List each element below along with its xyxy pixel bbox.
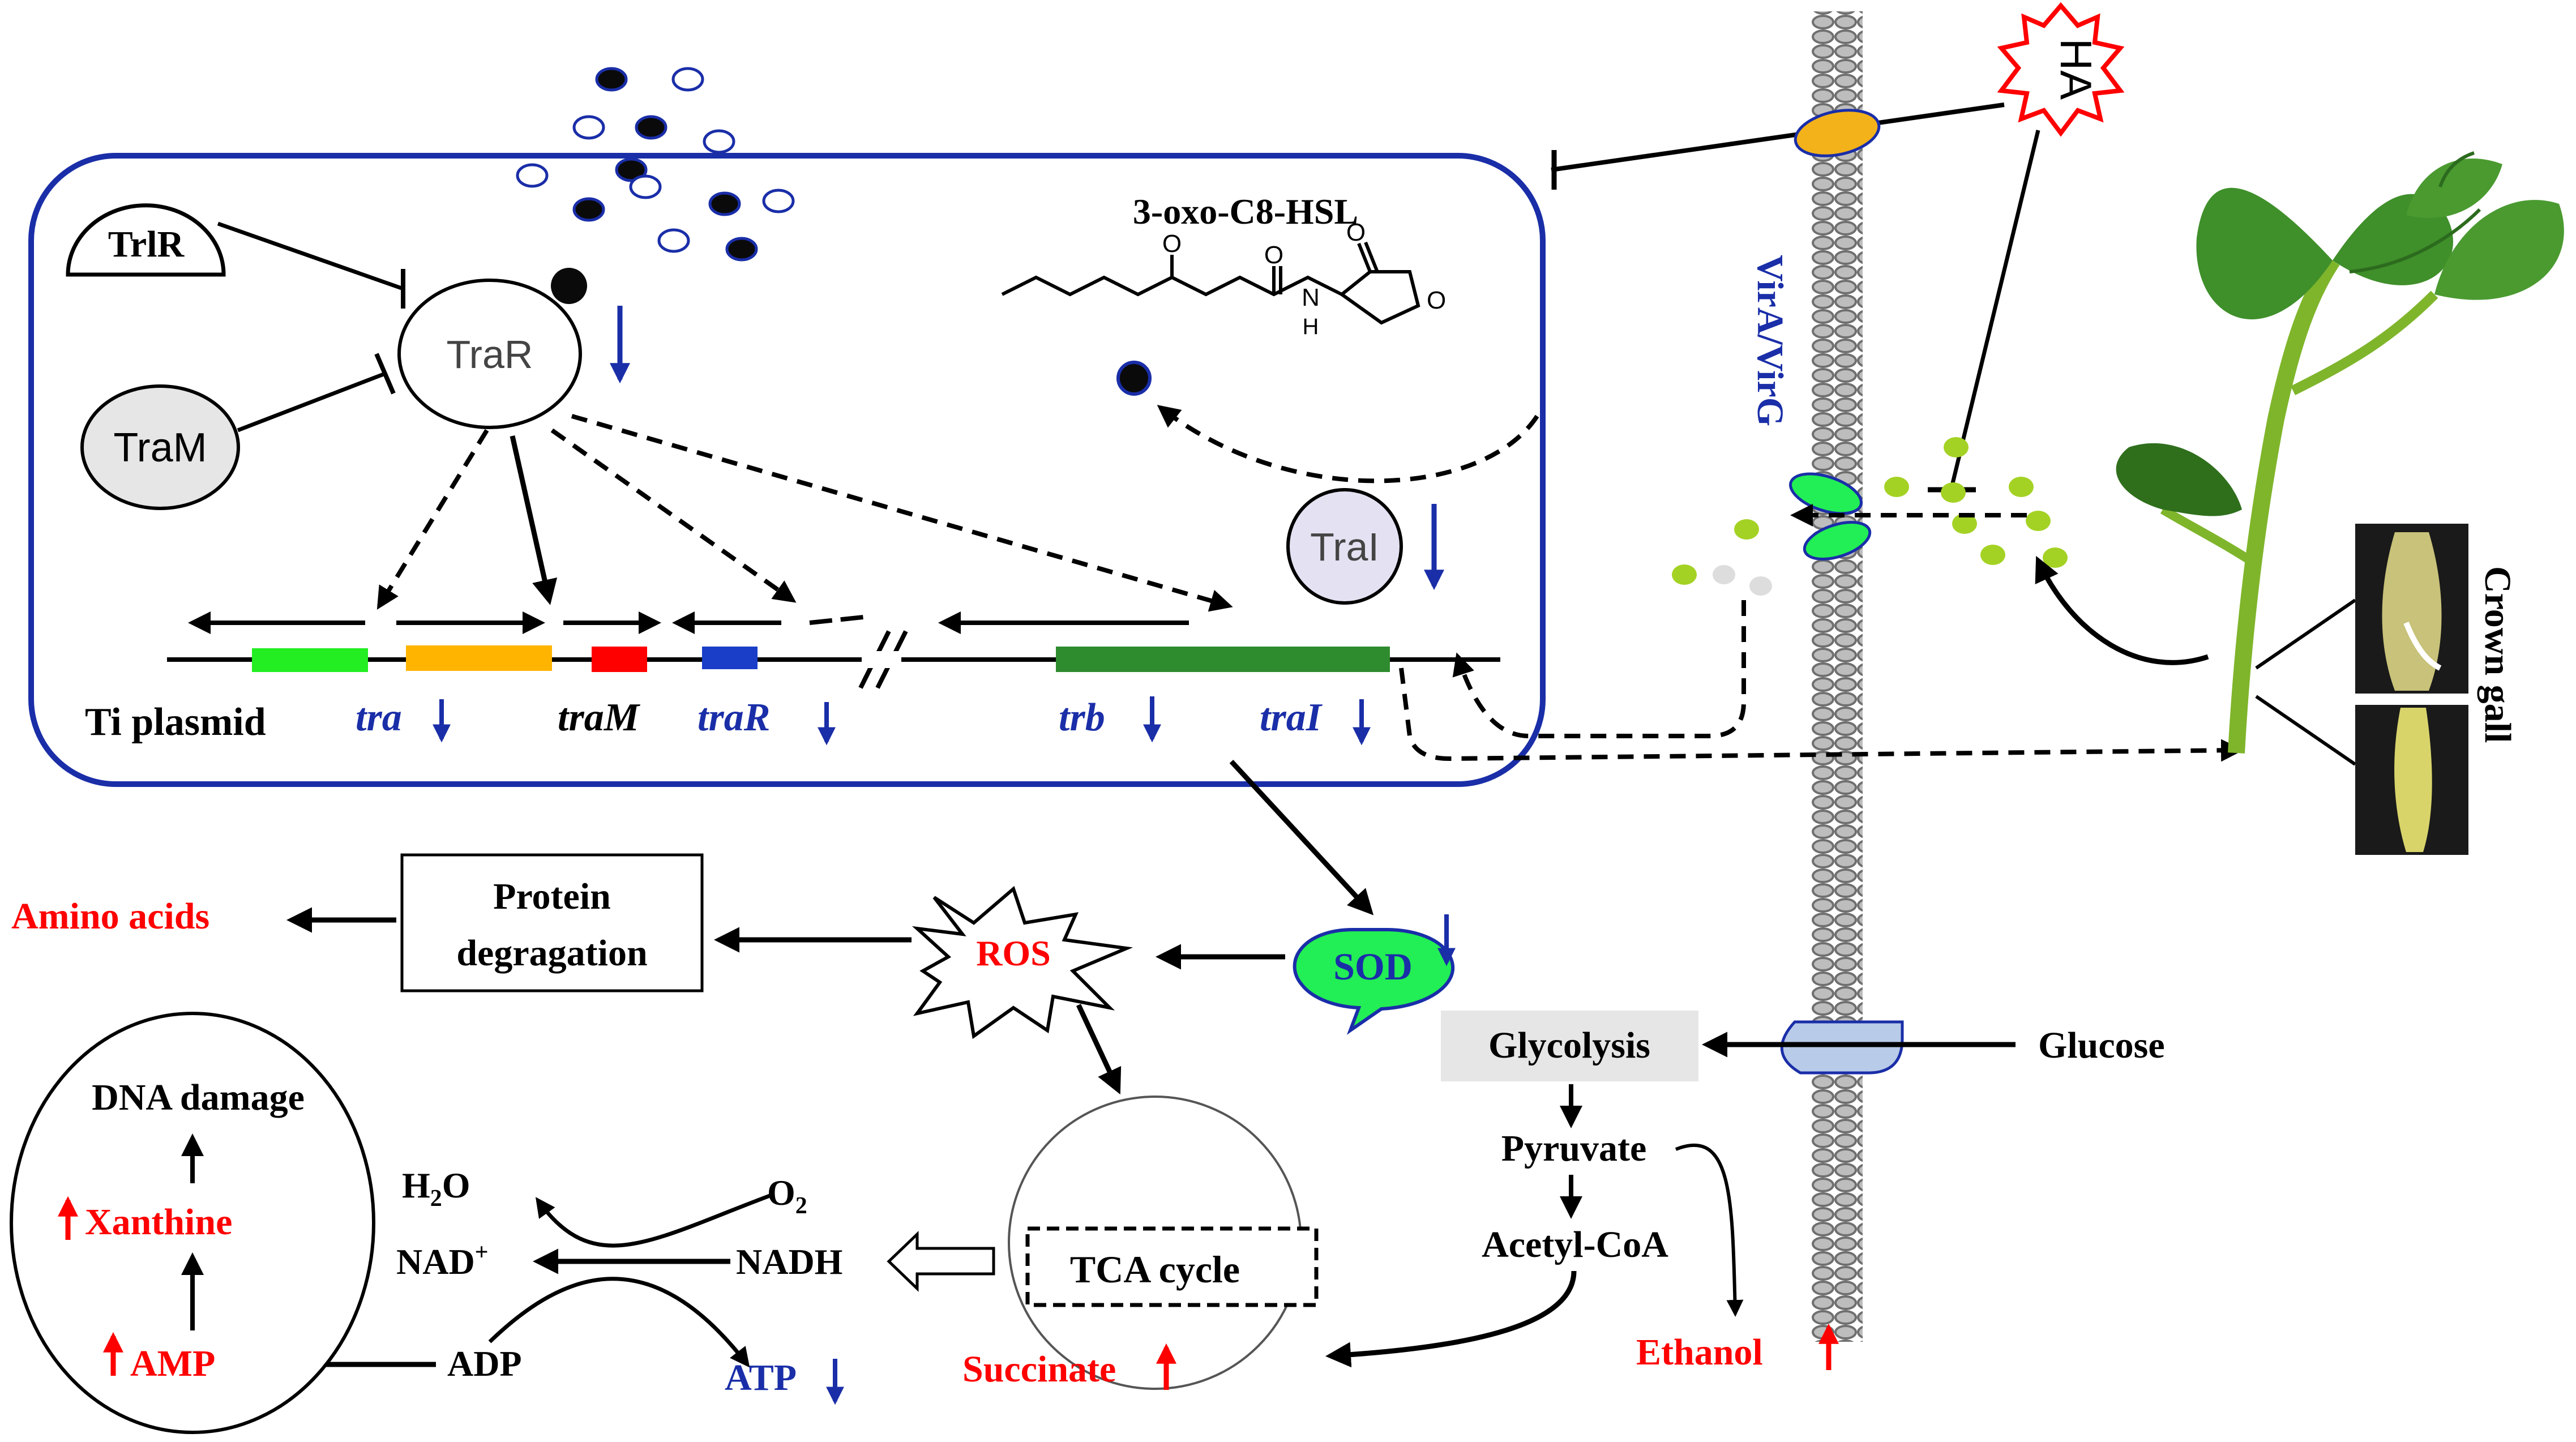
molecule-open — [762, 189, 795, 213]
acetyl-coa-label: Acetyl-CoA — [1482, 1224, 1668, 1265]
protein-degradation-box — [400, 853, 704, 992]
hollow-arrow — [887, 1231, 995, 1292]
tram-protein — [80, 384, 240, 510]
trai-label: TraI — [1310, 525, 1379, 569]
trai-gene-label: traI — [1260, 696, 1323, 739]
atp-label: ATP — [725, 1357, 797, 1398]
hsl-o3: O — [1346, 219, 1366, 246]
nad-label: NAD+ — [396, 1239, 489, 1282]
gene-trb-trai — [1056, 647, 1390, 672]
ros-label: ROS — [976, 933, 1051, 973]
vira-virg-label: VirA/VirG — [1749, 255, 1791, 426]
hsl-h: H — [1303, 314, 1319, 339]
signal-molecules — [516, 67, 795, 262]
amp-label: AMP — [130, 1343, 215, 1384]
molecule-open — [671, 67, 704, 92]
svg-text:O: O — [1427, 286, 1446, 314]
molecule-filled — [725, 237, 758, 262]
dna-damage-label: DNA damage — [92, 1077, 305, 1118]
hsl-structure — [1001, 241, 1420, 325]
hsl-label: 3-oxo-C8-HSL — [1133, 191, 1358, 232]
pyruvate-label: Pyruvate — [1501, 1128, 1647, 1169]
glucose-transporter — [1780, 1020, 1904, 1075]
molecule-open — [516, 163, 549, 188]
ha-label: HA — [2051, 38, 2101, 100]
trar-protein — [397, 279, 582, 429]
ros-starburst — [912, 885, 1133, 1039]
vira-receptor — [1788, 472, 1863, 515]
adp-label: ADP — [447, 1343, 522, 1384]
gene-tra-2 — [406, 645, 552, 671]
dna-damage-ellipse — [10, 1012, 375, 1434]
speech-bubble-icon — [1293, 928, 1455, 1035]
bacterial-cell — [28, 153, 1546, 787]
trlr-label: TrlR — [108, 224, 185, 265]
virg-receptor — [1803, 521, 1872, 560]
trb-gene-label: trb — [1059, 696, 1105, 739]
h2o-label: H2O — [402, 1165, 470, 1212]
ti-plasmid-label: Ti plasmid — [85, 700, 266, 744]
glycolysis-box — [1441, 1011, 1698, 1081]
phenolic-signals — [1672, 437, 2068, 596]
synthesized-ligand — [1116, 361, 1152, 396]
tra-label: tra — [356, 696, 402, 739]
xanthine-label: Xanthine — [85, 1201, 232, 1243]
protein-deg-line2: degragation — [456, 932, 647, 974]
ha-signal: HA — [1997, 2, 2125, 137]
protein-deg-line1: Protein — [493, 876, 611, 917]
transporter-orange — [1794, 109, 1881, 157]
bound-ligand — [551, 268, 587, 304]
cell-membrane — [1812, 11, 1863, 1342]
hsl-n: N — [1302, 284, 1320, 311]
crown-gall-label: Crown gall — [2477, 566, 2518, 743]
tram-gene-label: traM — [558, 696, 641, 739]
molecule-open — [629, 174, 662, 199]
plant-photo-icon — [2116, 151, 2564, 754]
trlr-shape — [66, 203, 226, 277]
molecule-open — [703, 129, 735, 154]
o2-label: O2 — [767, 1173, 807, 1219]
starburst-icon — [1997, 2, 2125, 137]
trar-gene-label: traR — [698, 696, 770, 739]
sod-label: SOD — [1333, 945, 1413, 988]
nadh-label: NADH — [736, 1242, 842, 1282]
gene-trar — [702, 647, 758, 669]
ethanol-label: Ethanol — [1636, 1332, 1763, 1373]
gene-tra — [252, 648, 368, 672]
hsl-o2: O — [1264, 241, 1283, 269]
amino-acids-label: Amino acids — [11, 896, 209, 937]
glucose-label: Glucose — [2038, 1025, 2165, 1066]
glycolysis-label: Glycolysis — [1488, 1025, 1650, 1066]
molecule-filled — [708, 191, 741, 216]
molecule-filled — [615, 157, 648, 182]
molecule-open — [572, 115, 605, 140]
molecule-filled — [595, 67, 628, 92]
gene-tram — [592, 647, 647, 672]
tram-label: TraM — [113, 425, 207, 470]
tca-label: TCA cycle — [1070, 1248, 1240, 1291]
molecule-filled — [572, 197, 605, 222]
trar-label: TraR — [447, 332, 533, 376]
succinate-label: Succinate — [962, 1349, 1116, 1390]
tca-box — [1025, 1226, 1319, 1307]
hsl-o1: O — [1162, 230, 1182, 258]
molecule-filled — [635, 115, 667, 140]
molecule-open — [657, 228, 690, 253]
trai-protein — [1286, 488, 1403, 605]
